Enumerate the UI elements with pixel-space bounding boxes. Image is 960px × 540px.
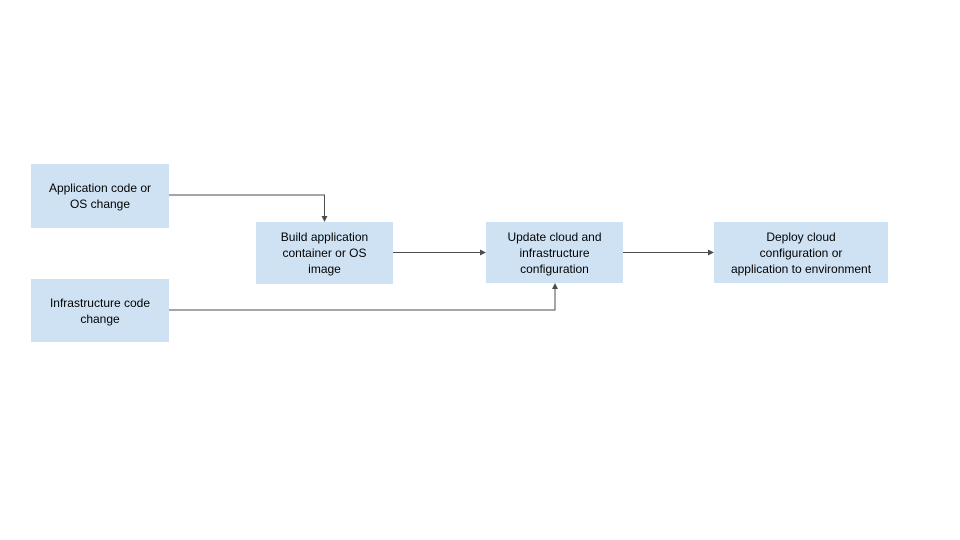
node-deploy-to-environment: Deploy cloud configuration or applicatio… xyxy=(714,222,888,283)
edge-app-to-build-arrow xyxy=(169,194,328,222)
node-infrastructure-code-change: Infrastructure code change xyxy=(31,279,169,342)
edge-infra-to-update-arrow xyxy=(169,283,558,311)
node-update-cloud-configuration: Update cloud and infrastructure configur… xyxy=(486,222,623,283)
node-build-application-container: Build application container or OS image xyxy=(256,222,393,284)
node-application-code-change: Application code or OS change xyxy=(31,164,169,228)
